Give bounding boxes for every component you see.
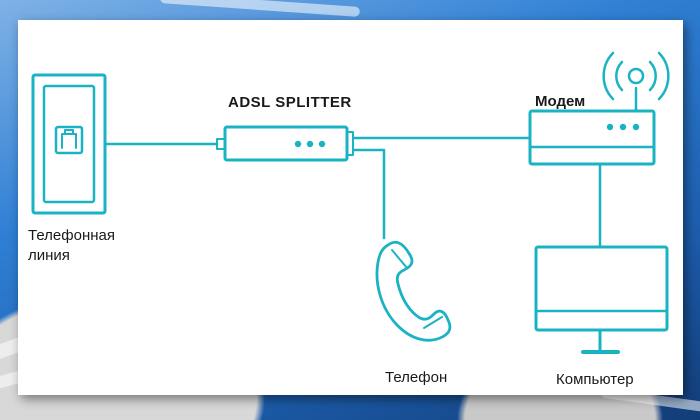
phone-label: Телефон [385,369,448,386]
modem-icon [528,86,656,166]
line-splitter-phone [351,148,386,240]
phone-line-label: Телефонная линия [28,227,115,264]
diagram-card [18,20,683,395]
antenna-icon [602,51,670,101]
splitter-icon [216,125,354,162]
monitor-icon [534,245,669,354]
phone-socket-icon [31,73,107,215]
telephone-handset-icon [375,240,452,342]
modem-label: Модем [535,93,586,110]
computer-label: Компьютер [556,371,634,388]
splitter-label: ADSL SPLITTER [228,94,352,111]
